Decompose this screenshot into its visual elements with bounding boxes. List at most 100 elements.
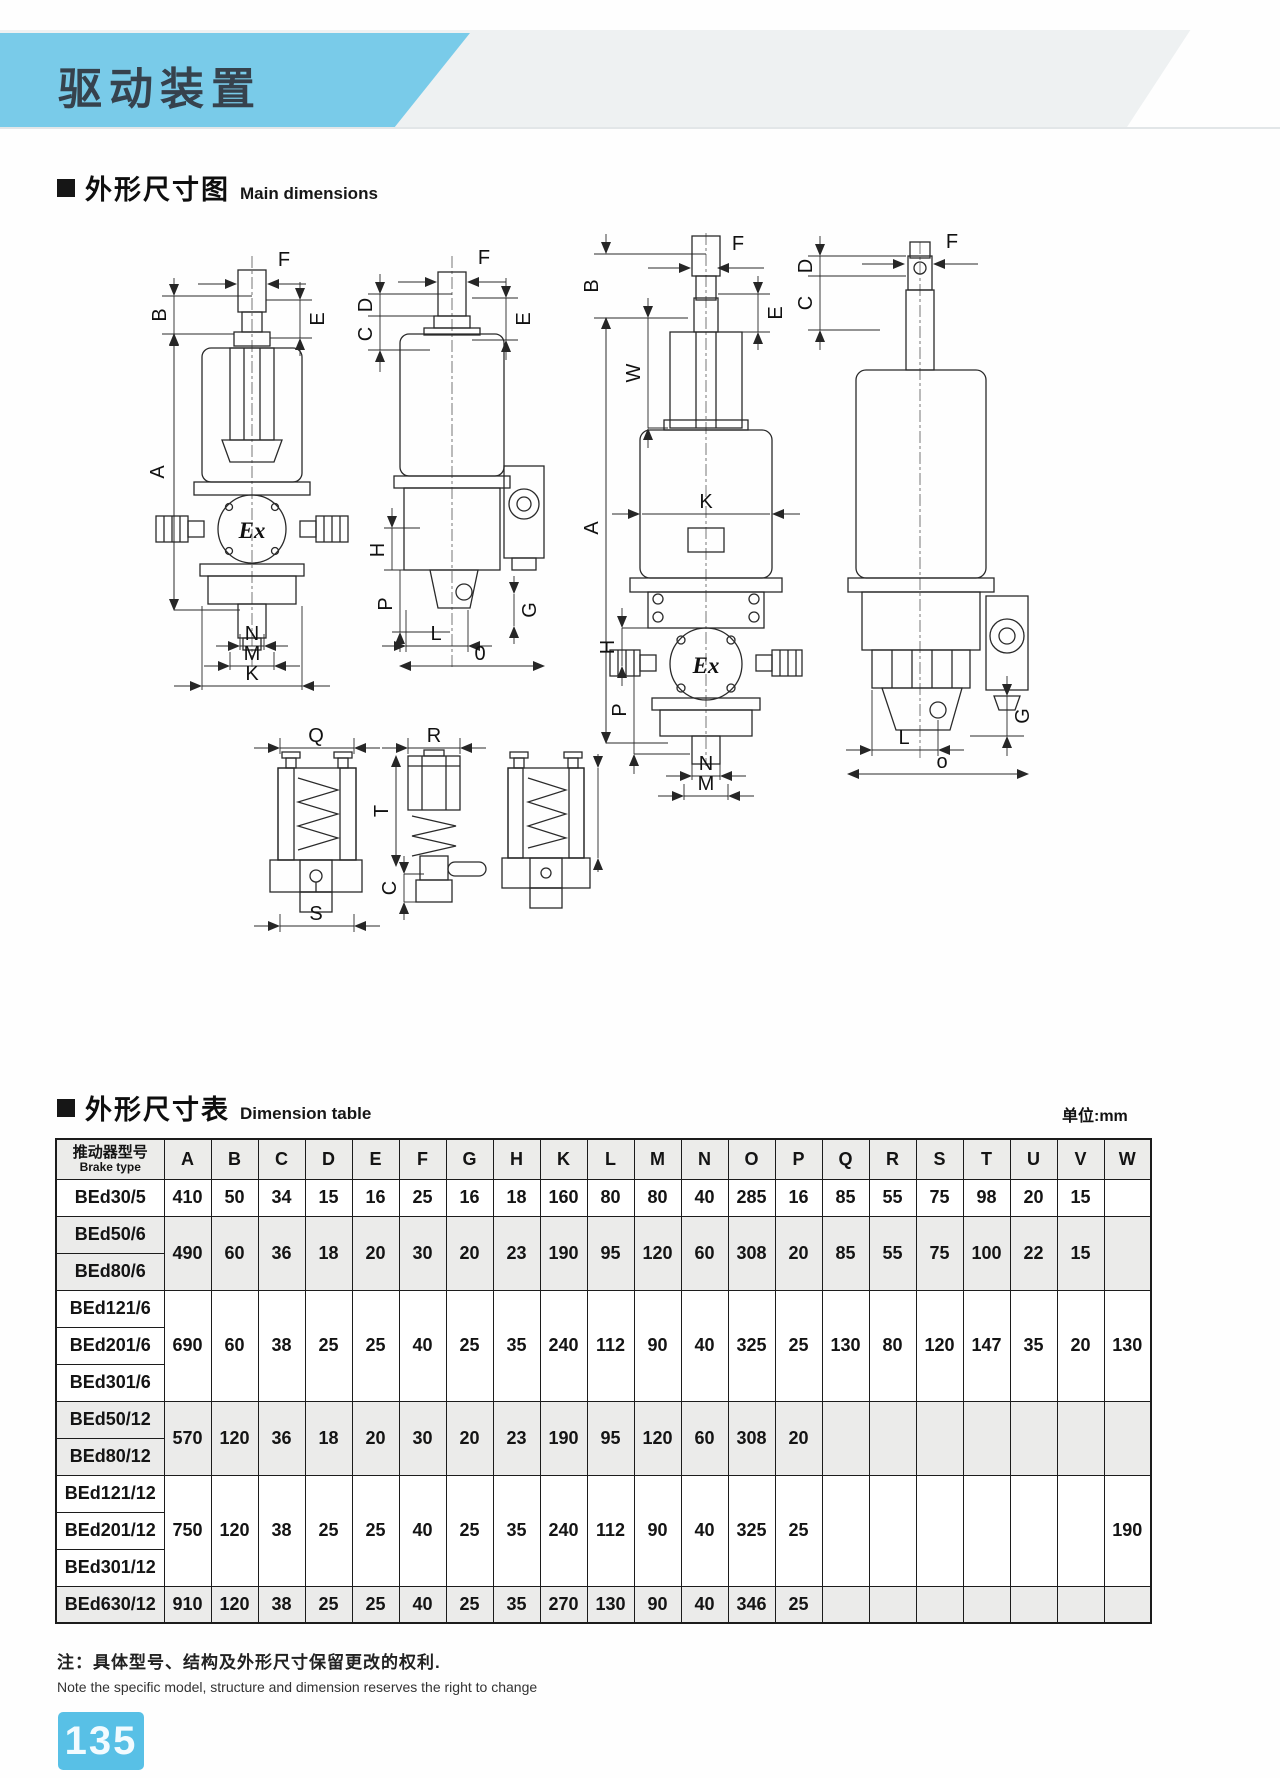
dim-cell-R-group1: 55 bbox=[868, 1215, 917, 1291]
dim-label-P: P bbox=[609, 703, 631, 716]
dim-cell-S-group4 bbox=[915, 1474, 964, 1587]
dim-cell-K-group3: 190 bbox=[539, 1400, 588, 1476]
dim-label-F: F bbox=[732, 233, 744, 255]
dim-cell-A-group3: 570 bbox=[163, 1400, 212, 1476]
dim-cell-K-group4: 240 bbox=[539, 1474, 588, 1587]
dim-cell-W-group2: 130 bbox=[1103, 1289, 1152, 1402]
brake-type-cell: BEd80/12 bbox=[55, 1437, 165, 1476]
ex-marking: Ex bbox=[692, 653, 720, 678]
dim-cell-H-group0: 18 bbox=[492, 1178, 541, 1217]
dim-cell-A-group4: 750 bbox=[163, 1474, 212, 1587]
dim-cell-R-group5 bbox=[868, 1585, 917, 1624]
dim-cell-L-group2: 112 bbox=[586, 1289, 635, 1402]
dim-cell-L-group3: 95 bbox=[586, 1400, 635, 1476]
footnote-zh: 注：具体型号、结构及外形尺寸保留更改的权利. bbox=[57, 1653, 441, 1672]
table-row-BEd80/6: BEd80/6 bbox=[55, 1252, 1151, 1291]
dim-cell-E-group0: 16 bbox=[351, 1178, 400, 1217]
dim-cell-C-group4: 38 bbox=[257, 1474, 306, 1587]
table-header-col-D: D bbox=[304, 1138, 353, 1180]
dim-cell-T-group5 bbox=[962, 1585, 1011, 1624]
dim-cell-T-group2: 147 bbox=[962, 1289, 1011, 1402]
dim-label-S: S bbox=[309, 903, 322, 925]
dim-cell-L-group4: 112 bbox=[586, 1474, 635, 1587]
dim-cell-P-group0: 16 bbox=[774, 1178, 823, 1217]
dim-cell-G-group0: 16 bbox=[445, 1178, 494, 1217]
dim-cell-R-group0: 55 bbox=[868, 1178, 917, 1217]
dim-label-H: H bbox=[597, 640, 619, 654]
dim-cell-D-group3: 18 bbox=[304, 1400, 353, 1476]
dim-cell-P-group1: 20 bbox=[774, 1215, 823, 1291]
dim-cell-Q-group1: 85 bbox=[821, 1215, 870, 1291]
brake-type-cell: BEd121/6 bbox=[55, 1289, 165, 1328]
brake-type-cell: BEd630/12 bbox=[55, 1585, 165, 1624]
dim-cell-U-group3 bbox=[1009, 1400, 1058, 1476]
dim-cell-W-group3 bbox=[1103, 1400, 1152, 1476]
dim-cell-H-group1: 23 bbox=[492, 1215, 541, 1291]
brake-type-cell: BEd301/12 bbox=[55, 1548, 165, 1587]
dim-cell-C-group1: 36 bbox=[257, 1215, 306, 1291]
table-header-col-E: E bbox=[351, 1138, 400, 1180]
dim-cell-F-group0: 25 bbox=[398, 1178, 447, 1217]
dim-label-H: H bbox=[367, 543, 389, 557]
dim-cell-B-group1: 60 bbox=[210, 1215, 259, 1291]
table-header-col-N: N bbox=[680, 1138, 729, 1180]
dim-cell-D-group2: 25 bbox=[304, 1289, 353, 1402]
dim-cell-M-group5: 90 bbox=[633, 1585, 682, 1624]
dim-cell-Q-group0: 85 bbox=[821, 1178, 870, 1217]
dim-cell-Q-group3 bbox=[821, 1400, 870, 1476]
dim-cell-F-group5: 40 bbox=[398, 1585, 447, 1624]
view-side-large: F D C G bbox=[795, 231, 1034, 779]
dim-cell-L-group5: 130 bbox=[586, 1585, 635, 1624]
dim-cell-D-group4: 25 bbox=[304, 1474, 353, 1587]
dim-cell-K-group1: 190 bbox=[539, 1215, 588, 1291]
brake-type-cell: BEd50/12 bbox=[55, 1400, 165, 1439]
dim-label-K: K bbox=[699, 491, 713, 513]
view-side-small: F D C E H bbox=[355, 247, 545, 671]
dim-label-K: K bbox=[245, 663, 259, 685]
dim-cell-B-group4: 120 bbox=[210, 1474, 259, 1587]
dim-cell-G-group3: 20 bbox=[445, 1400, 494, 1476]
dim-cell-W-group4: 190 bbox=[1103, 1474, 1152, 1587]
dim-cell-T-group4 bbox=[962, 1474, 1011, 1587]
brake-type-cell: BEd121/12 bbox=[55, 1474, 165, 1513]
dim-cell-S-group5 bbox=[915, 1585, 964, 1624]
table-row-BEd80/12: BEd80/12 bbox=[55, 1437, 1151, 1476]
table-header-col-P: P bbox=[774, 1138, 823, 1180]
table-header-col-S: S bbox=[915, 1138, 964, 1180]
dim-label-P: P bbox=[375, 597, 397, 610]
dim-cell-D-group5: 25 bbox=[304, 1585, 353, 1624]
table-header-col-K: K bbox=[539, 1138, 588, 1180]
dim-cell-C-group2: 38 bbox=[257, 1289, 306, 1402]
dim-label-C: C bbox=[795, 296, 817, 310]
table-header-col-R: R bbox=[868, 1138, 917, 1180]
dim-cell-E-group5: 25 bbox=[351, 1585, 400, 1624]
dim-label-N: N bbox=[245, 623, 259, 645]
dim-cell-D-group1: 18 bbox=[304, 1215, 353, 1291]
dim-label-D: D bbox=[795, 259, 817, 273]
brake-type-cell: BEd301/6 bbox=[55, 1363, 165, 1402]
table-header-col-C: C bbox=[257, 1138, 306, 1180]
dim-cell-E-group2: 25 bbox=[351, 1289, 400, 1402]
dim-cell-V-group3 bbox=[1056, 1400, 1105, 1476]
dim-cell-W-group5 bbox=[1103, 1585, 1152, 1624]
dim-cell-L-group1: 95 bbox=[586, 1215, 635, 1291]
dim-cell-G-group1: 20 bbox=[445, 1215, 494, 1291]
dim-cell-O-group0: 285 bbox=[727, 1178, 776, 1217]
heading-zh: 外形尺寸图 bbox=[85, 175, 230, 205]
detail-spring-section-2 bbox=[501, 751, 603, 909]
dim-cell-U-group4 bbox=[1009, 1474, 1058, 1587]
dim-cell-U-group5 bbox=[1009, 1585, 1058, 1624]
dim-cell-G-group4: 25 bbox=[445, 1474, 494, 1587]
dim-cell-M-group3: 120 bbox=[633, 1400, 682, 1476]
table-header-col-F: F bbox=[398, 1138, 447, 1180]
dim-cell-A-group2: 690 bbox=[163, 1289, 212, 1402]
dim-cell-F-group2: 40 bbox=[398, 1289, 447, 1402]
table-header-col-H: H bbox=[492, 1138, 541, 1180]
dim-cell-G-group2: 25 bbox=[445, 1289, 494, 1402]
dim-cell-H-group3: 23 bbox=[492, 1400, 541, 1476]
dim-cell-M-group4: 90 bbox=[633, 1474, 682, 1587]
dim-cell-H-group2: 35 bbox=[492, 1289, 541, 1402]
brake-type-cell: BEd201/12 bbox=[55, 1511, 165, 1550]
dim-cell-N-group0: 40 bbox=[680, 1178, 729, 1217]
